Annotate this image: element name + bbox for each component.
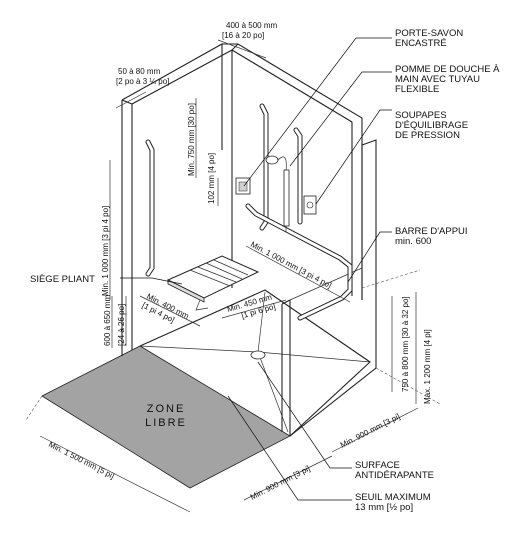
svg-text:400 à 500 mm[16 à 20 po]: 400 à 500 mm[16 à 20 po] <box>222 21 277 40</box>
dim-750-800: 750 à 800 mm [30 à 32 po] <box>401 296 410 392</box>
leader-lines <box>120 37 392 501</box>
dimension-lines <box>25 39 441 513</box>
label-porte-savon-1: PORTE-SAVON <box>395 28 463 39</box>
label-seuil-1: SEUIL MAXIMUM <box>355 492 431 503</box>
drain <box>250 350 266 360</box>
label-seuil-2: 13 mm [½ po] <box>355 502 413 513</box>
dim-max-1200: Max. 1 200 mm [4 pi] <box>423 329 432 404</box>
label-pomme-1: POMME DE DOUCHE À <box>395 64 500 75</box>
label-barre-1: BARRE D'APPUI <box>395 226 468 237</box>
dim-600-650: 600 à 650 mm <box>103 295 112 346</box>
label-libre: LIBRE <box>145 417 187 429</box>
dim-400-500: 400 à 500 mm <box>226 21 277 30</box>
shower-head-icon <box>265 155 279 165</box>
label-surface-2: ANTIDÉRAPANTE <box>355 470 434 481</box>
label-siege-pliant: SIÈGE PLIANT <box>30 274 95 285</box>
label-pomme-3: FLEXIBLE <box>395 84 439 95</box>
label-pomme-2: MAIN AVEC TUYAU <box>395 74 480 85</box>
dim-min-750: Min. 750 mm [30 po] <box>187 103 196 176</box>
dim-24-26: [24 à 26 po] <box>117 304 126 346</box>
dim-102: 102 mm [4 po] <box>207 153 216 204</box>
dim-min-1500: Min. 1 500 mm [5 pi] <box>47 440 116 481</box>
svg-text:Min. 400 mm[1 pi 4 po]: Min. 400 mm[1 pi 4 po] <box>141 292 191 330</box>
dim-min-1000-v: Min. 1 000 mm [3 pi 4 po] <box>101 206 110 296</box>
svg-text:Min. 450 mm[1 pi 6 po]: Min. 450 mm[1 pi 6 po] <box>226 292 277 323</box>
svg-text:50 à 80 mm[2 po à 3 ¼ po]: 50 à 80 mm[2 po à 3 ¼ po] <box>116 67 169 86</box>
shower-floor <box>139 289 371 437</box>
dim-min-900-a: Min. 900 mm [3 pi] <box>339 412 402 450</box>
label-surface-1: SURFACE <box>355 460 400 471</box>
label-soupapes-2: D'ÉQUILIBRAGE <box>395 120 468 131</box>
dim-min-900-b: Min. 900 mm [3 pi] <box>249 464 312 502</box>
label-zone: ZONE <box>147 403 186 415</box>
shower-walls <box>121 43 377 437</box>
dim-50-80: 50 à 80 mm <box>118 67 161 76</box>
label-soupapes-3: DE PRESSION <box>395 130 460 141</box>
label-barre-2: min. 600 <box>395 236 431 247</box>
label-porte-savon-2: ENCASTRÉ <box>395 38 447 49</box>
label-soupapes-1: SOUPAPES <box>395 110 447 121</box>
fixtures <box>235 155 317 232</box>
dim-2-3: [2 po à 3 ¼ po] <box>116 77 169 86</box>
dim-16-20: [16 à 20 po] <box>222 31 264 40</box>
folding-seat <box>166 255 260 311</box>
grab-bars <box>145 103 353 321</box>
